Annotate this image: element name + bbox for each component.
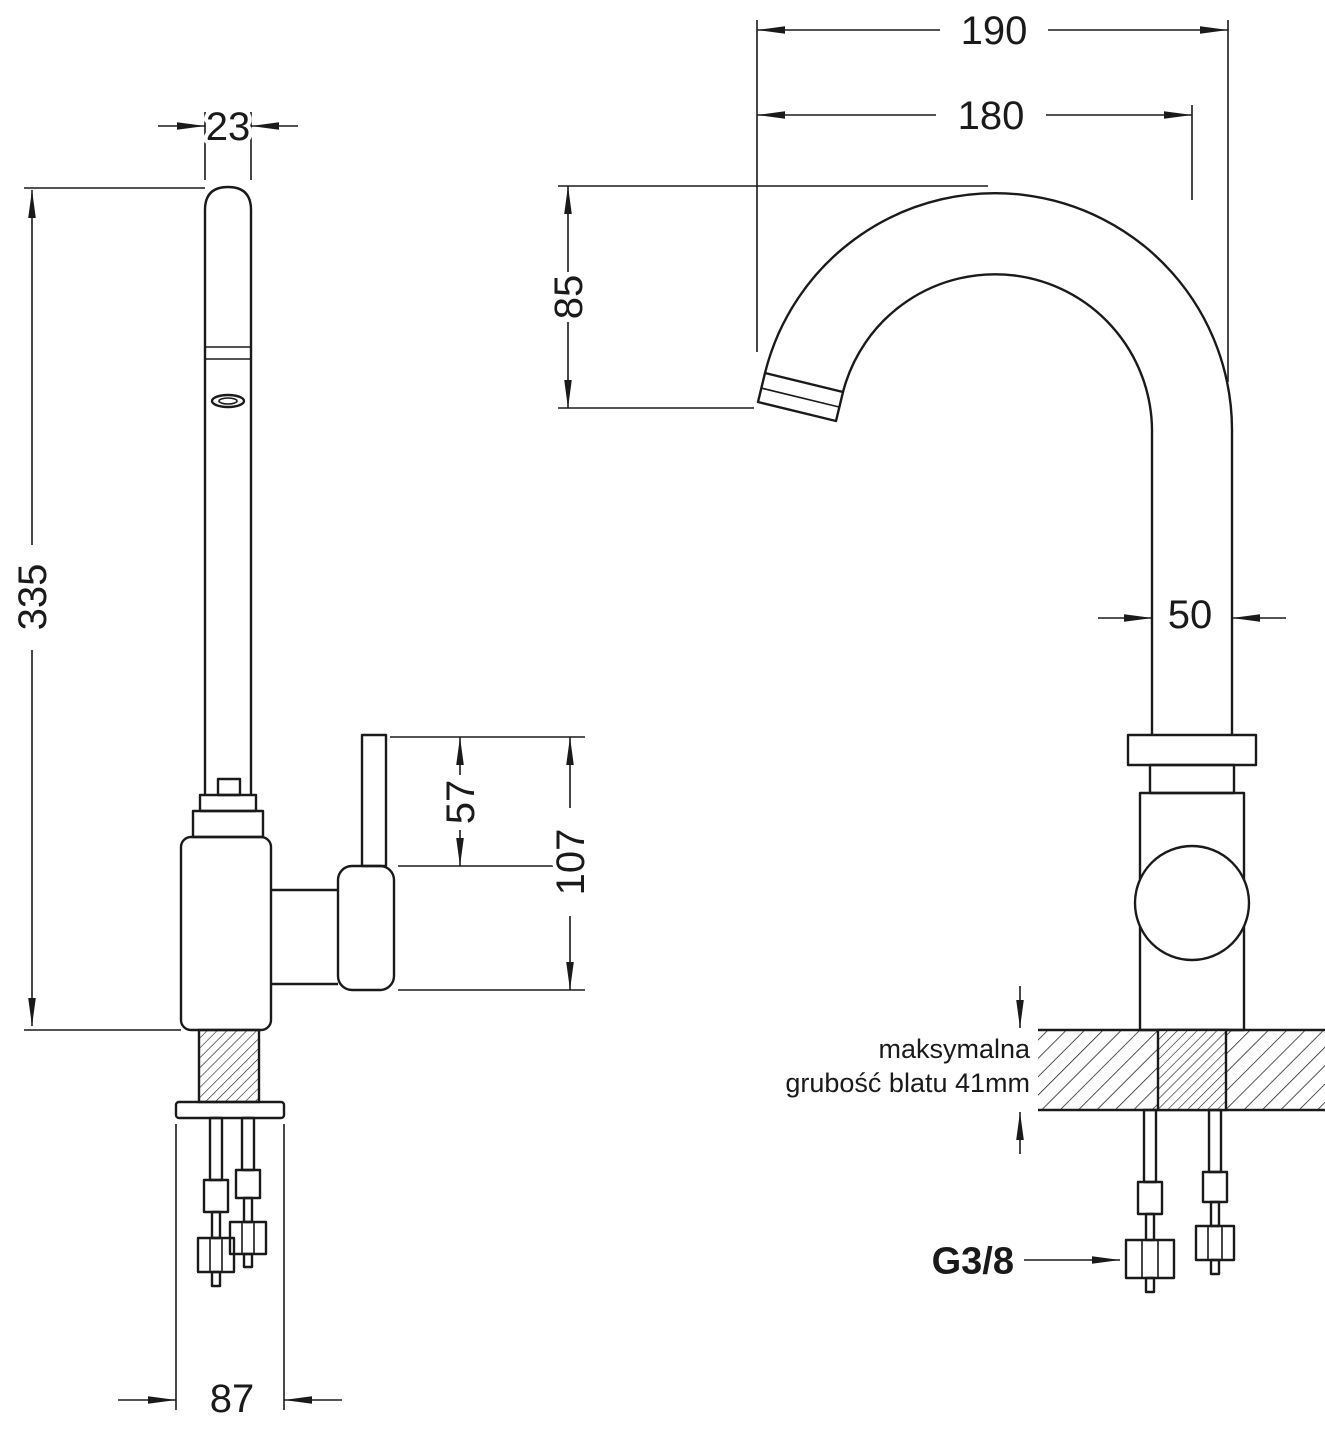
dim-label-spout-reach-outer: 190 (961, 9, 1028, 53)
collar-tab (216, 777, 242, 797)
side-view-drawing (174, 185, 396, 1288)
dim-label-base-width: 87 (210, 1377, 255, 1421)
front-view-drawing (756, 191, 1325, 1294)
hex-nut (196, 1236, 236, 1274)
thread-size-label: G3/8 (932, 1240, 1014, 1282)
threaded-shank-front (1156, 1028, 1228, 1112)
spout-tip (756, 371, 845, 423)
aerator-outlet (210, 393, 246, 409)
mounting-stud-front-right (1194, 1108, 1236, 1276)
spout-tip-aerator-line (760, 387, 840, 408)
stud-tail (1209, 1258, 1221, 1276)
gooseneck-spout-outer (763, 191, 1234, 735)
spout-pipe (203, 185, 253, 795)
extension-line (24, 187, 205, 1031)
aerator-outlet-inner (218, 397, 238, 405)
side-view-dimensions: 23 335 57 107 87 (7, 101, 597, 1425)
extension-line (558, 185, 988, 409)
stud-rod (1142, 1108, 1158, 1184)
countertop-note-line2: grubość blatu 41mm (785, 1068, 1030, 1098)
stud-thin-rod (1209, 1200, 1221, 1228)
extension-line (756, 20, 1229, 382)
front-view-dimensions: 190 180 85 50 maksymalna grubość blatu 4… (543, 5, 1286, 1282)
extension-line (175, 1124, 285, 1410)
stud-thin-rod (210, 1210, 222, 1240)
mounting-stud-right (228, 1116, 268, 1269)
cartridge-housing (336, 864, 396, 992)
hex-nut-facets (209, 1238, 223, 1272)
stud-connector (234, 1168, 262, 1200)
stud-thin-rod (242, 1196, 254, 1224)
aerator-joint-lines (205, 346, 251, 360)
threaded-shank (197, 1028, 261, 1104)
stud-tail (1144, 1276, 1156, 1294)
stud-thin-rod (1144, 1212, 1156, 1242)
spout-base-ring (1148, 763, 1236, 795)
stud-connector (1201, 1170, 1229, 1204)
hex-nut (228, 1220, 268, 1256)
stud-connector (202, 1178, 230, 1214)
extension-line (390, 736, 585, 867)
dim-label-total-height: 335 (11, 564, 55, 631)
stud-tail (210, 1270, 222, 1288)
dim-label-pipe-width: 23 (206, 105, 251, 149)
spout-base-collar (1126, 733, 1258, 767)
stud-connector (1136, 1180, 1164, 1216)
collar-lower (191, 809, 265, 839)
dim-label-handle-length: 57 (439, 780, 483, 825)
dim-label-handle-height: 107 (549, 829, 593, 896)
dim-label-spout-reach: 180 (958, 94, 1025, 138)
stud-rod (240, 1116, 256, 1172)
collar-upper (198, 793, 258, 813)
dim-label-spout-drop: 85 (547, 275, 591, 320)
handle-lever (360, 733, 388, 868)
hex-nut (1194, 1224, 1236, 1262)
stud-rod (1207, 1108, 1223, 1174)
hex-nut-facets (241, 1222, 255, 1254)
hex-nut-facets (1207, 1226, 1223, 1260)
hex-nut (1124, 1238, 1176, 1280)
mounting-stud-front-left (1124, 1108, 1176, 1294)
mounting-stud-left (196, 1116, 236, 1288)
hex-nut-facets (1141, 1240, 1159, 1278)
stud-tail (242, 1252, 254, 1269)
base-flange (174, 1100, 286, 1120)
countertop-note-line1: maksymalna (878, 1034, 1031, 1064)
body-housing-connector (271, 888, 338, 986)
mixer-body (179, 835, 273, 1032)
handle-knob-front (1133, 844, 1251, 962)
dim-label-pipe-width-front: 50 (1168, 593, 1213, 637)
stud-rod (208, 1116, 224, 1182)
gooseneck-spout-inner (841, 273, 1154, 735)
